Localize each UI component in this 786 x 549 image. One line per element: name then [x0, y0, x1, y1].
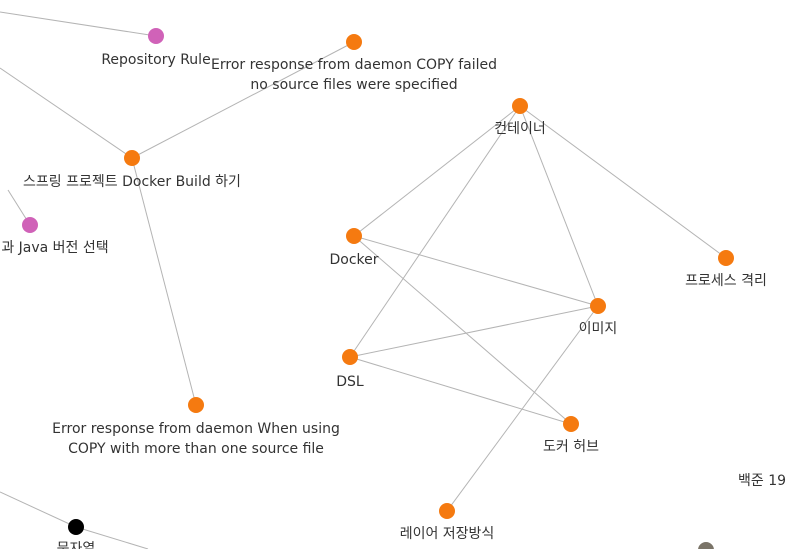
node-label-image: 이미지 [579, 321, 618, 337]
node-copy-multiple[interactable]: Error response from daemon When usingCOP… [52, 397, 340, 457]
node-java-version[interactable]: 과 Java 버전 선택 [1, 217, 109, 256]
edge-container-to-docker [353, 105, 521, 237]
node-dot-partial-node[interactable] [698, 542, 714, 549]
edge-container-to-dsl [349, 105, 521, 358]
node-label-spring-docker-build: 스프링 프로젝트 Docker Build 하기 [23, 174, 241, 190]
node-label-copy-failed: no source files were specified [250, 77, 457, 93]
node-label-copy-failed: Error response from daemon COPY failed [211, 57, 497, 73]
edge-copy-failed-to-spring-docker-build [131, 41, 355, 159]
node-label-layer-storage: 레이어 저장방식 [400, 526, 495, 542]
edge-image-to-layer-storage [446, 305, 599, 512]
node-dot-repository-rule[interactable] [148, 28, 164, 44]
node-spring-docker-build[interactable]: 스프링 프로젝트 Docker Build 하기 [23, 150, 241, 190]
node-dsl[interactable]: DSL [336, 349, 364, 390]
edge-container-to-image [519, 105, 599, 307]
node-process-isolation[interactable]: 프로세스 격리 [685, 250, 767, 289]
node-partial-node[interactable] [698, 542, 714, 549]
node-label-copy-multiple: COPY with more than one source file [68, 441, 324, 457]
node-label-docker-hub: 도커 허브 [543, 439, 599, 455]
edges-layer [0, 11, 727, 549]
node-string[interactable]: 문자열 [57, 519, 96, 549]
edge-docker-to-docker-hub [353, 235, 572, 425]
edge-repository-rule-to-offscreen-top-left [0, 11, 157, 37]
node-copy-failed[interactable]: Error response from daemon COPY failed no… [211, 34, 497, 93]
node-dot-java-version[interactable] [22, 217, 38, 233]
node-dot-container[interactable] [512, 98, 528, 114]
node-label-dsl: DSL [336, 374, 364, 390]
node-dot-string[interactable] [68, 519, 84, 535]
node-image[interactable]: 이미지 [579, 298, 618, 337]
node-dot-process-isolation[interactable] [718, 250, 734, 266]
node-layer-storage[interactable]: 레이어 저장방식 [400, 503, 495, 542]
node-dot-image[interactable] [590, 298, 606, 314]
node-label-process-isolation: 프로세스 격리 [685, 273, 767, 289]
node-repository-rule[interactable]: Repository Rule [101, 28, 211, 68]
edge-spring-docker-build-to-copy-multiple [131, 157, 197, 406]
edge-dsl-to-docker-hub [349, 356, 572, 425]
node-container[interactable]: 컨테이너 [494, 98, 546, 137]
node-label-repository-rule: Repository Rule [101, 52, 210, 68]
node-dot-layer-storage[interactable] [439, 503, 455, 519]
node-label-docker: Docker [329, 252, 378, 268]
edge-docker-to-image [353, 235, 599, 307]
edge-container-to-process-isolation [519, 105, 727, 259]
node-dot-docker-hub[interactable] [563, 416, 579, 432]
node-dot-copy-failed[interactable] [346, 34, 362, 50]
node-dot-spring-docker-build[interactable] [124, 150, 140, 166]
node-label-baekjoon: 백준 19 [738, 473, 786, 489]
node-docker[interactable]: Docker [329, 228, 379, 268]
edge-dsl-to-image [349, 305, 599, 358]
edge-spring-docker-build-to-offscreen-left [0, 67, 133, 159]
node-label-container: 컨테이너 [494, 121, 546, 137]
node-label-copy-multiple: Error response from daemon When using [52, 421, 340, 437]
node-label-java-version: 과 Java 버전 선택 [1, 240, 108, 256]
node-dot-copy-multiple[interactable] [188, 397, 204, 413]
node-docker-hub[interactable]: 도커 허브 [543, 416, 599, 455]
edge-string-to-offscreen-bottom [75, 526, 149, 549]
node-dot-dsl[interactable] [342, 349, 358, 365]
node-label-string: 문자열 [57, 541, 96, 549]
node-dot-docker[interactable] [346, 228, 362, 244]
node-baekjoon[interactable]: 백준 19 [738, 473, 786, 489]
edge-string-to-offscreen-left-3 [0, 491, 77, 528]
